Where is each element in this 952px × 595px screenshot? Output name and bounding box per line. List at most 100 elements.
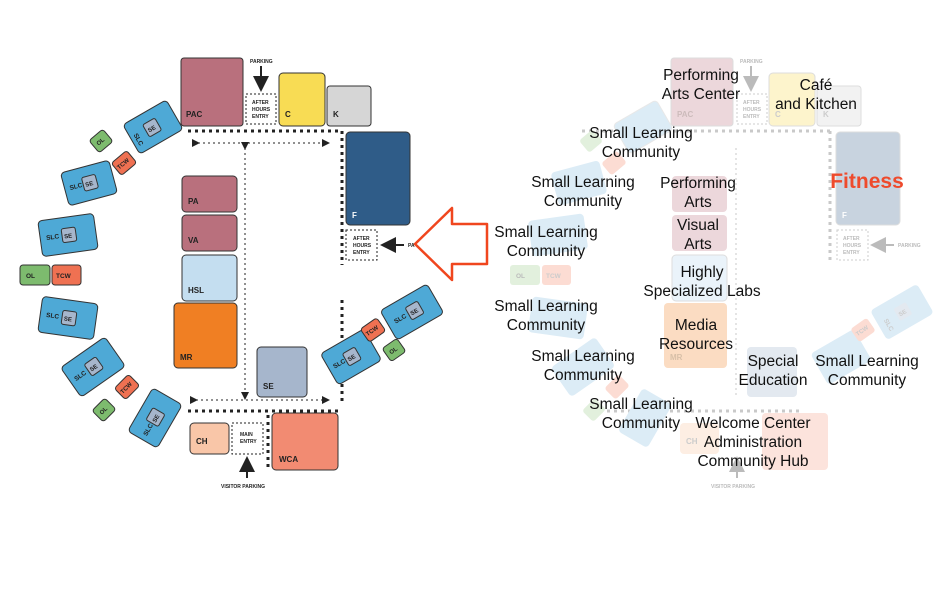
slc-pod-7: SLC SE <box>321 329 381 385</box>
mr-label: MR <box>180 353 193 362</box>
pa-block <box>181 175 238 213</box>
cafe-label: C <box>285 110 291 119</box>
label-se-l2: Education <box>739 372 808 389</box>
label-slc4-l1: Small Learning <box>494 298 597 315</box>
kitchen-block <box>326 85 372 127</box>
se-label: SE <box>263 382 274 391</box>
svg-text:SE: SE <box>85 181 94 189</box>
label-slc7-l1: Small Learning <box>815 353 918 370</box>
faded-parking-side: PARKING <box>898 243 921 249</box>
se-block <box>256 346 308 398</box>
tcw-pod-2 <box>51 264 82 286</box>
faded-ol-pod-1 <box>580 130 602 152</box>
faded-wca-block <box>762 413 828 470</box>
faded-slc-pod-3 <box>528 213 588 257</box>
after-hours-side-l2: HOURS <box>353 243 372 249</box>
main-entry-box <box>231 422 264 455</box>
label-slc3-l1: Small Learning <box>494 224 597 241</box>
faded-tcw-pod-1 <box>602 151 626 175</box>
main-entry-l2: ENTRY <box>240 439 257 445</box>
label-se-l1: Special <box>748 353 799 370</box>
faded-kitchen-block <box>816 85 862 127</box>
faded-after-hours-top-l1: AFTER <box>743 100 760 106</box>
faded-pac-code: PAC <box>677 110 694 119</box>
svg-text:SE: SE <box>64 233 73 240</box>
faded-se-block <box>747 347 797 397</box>
faded-parking-top: PARKING <box>740 59 763 65</box>
svg-text:SE: SE <box>410 308 420 317</box>
label-wca-l1: Welcome Center <box>695 415 810 432</box>
faded-slc-pod-6 <box>619 389 671 447</box>
tcw-pod-1: TCW <box>111 151 137 175</box>
corridor-lines <box>188 129 344 470</box>
svg-text:SE: SE <box>152 414 161 424</box>
label-slc6-l2: Community <box>602 415 681 432</box>
parking-side-label: PA <box>408 243 415 249</box>
slc-pod-4: SLC SE <box>37 296 99 340</box>
after-hours-top-l2: HOURS <box>252 107 271 113</box>
slc-pod-8: SLC SE <box>381 284 443 340</box>
faded-fitness-block <box>835 131 901 226</box>
faded-visitor-parking: VISITOR PARKING <box>711 484 755 490</box>
va-block <box>181 214 238 252</box>
after-hours-entry-side <box>345 229 378 261</box>
fitness-code: F <box>352 211 357 220</box>
svg-text:OL: OL <box>99 406 109 416</box>
faded-after-hours-side-l1: AFTER <box>843 236 860 242</box>
label-slc1-l1: Small Learning <box>589 125 692 142</box>
right-site-plan: PAC C K AFTER HOURS ENTRY PARKING F AFTE… <box>494 57 933 490</box>
visitor-parking-label: VISITOR PARKING <box>221 484 265 490</box>
label-va-l2: Arts <box>684 236 712 253</box>
ol-pod-2 <box>19 264 51 286</box>
faded-kitchen-code: K <box>823 110 829 119</box>
faded-tcw-pod-4: TCW <box>851 318 875 342</box>
ol-pod-4: OL <box>382 338 406 362</box>
tcw-pod-3: TCW <box>115 375 139 399</box>
program-labels: Performing Arts Center Café and Kitchen … <box>494 67 918 470</box>
slc-pod-5: SLC SE <box>61 337 125 397</box>
tcw-pod-2-label: TCW <box>56 273 72 280</box>
svg-text:SE: SE <box>347 354 357 363</box>
wca-block <box>271 412 339 471</box>
after-hours-top-l3: ENTRY <box>252 114 269 120</box>
label-slc3-l2: Community <box>507 243 586 260</box>
label-slc1-l2: Community <box>602 144 681 161</box>
svg-text:SE: SE <box>898 309 908 318</box>
faded-cafe-code: C <box>775 110 781 119</box>
label-slc5-l1: Small Learning <box>531 348 634 365</box>
label-slc5-l2: Community <box>544 367 623 384</box>
label-cafe-l2: and Kitchen <box>775 96 857 113</box>
fitness-block <box>345 131 411 226</box>
faded-after-hours-side <box>836 229 869 261</box>
pac-label: PAC <box>186 110 203 119</box>
tcw-pod-4: TCW <box>360 318 386 342</box>
va-label: VA <box>188 236 199 245</box>
svg-text:SLC: SLC <box>46 233 60 242</box>
svg-text:OL: OL <box>389 346 400 356</box>
label-pa-l2: Arts <box>684 194 712 211</box>
wca-label: WCA <box>279 455 298 464</box>
faded-after-hours-top-l3: ENTRY <box>743 114 760 120</box>
label-pa-l1: Performing <box>660 175 736 192</box>
label-slc2-l2: Community <box>544 193 623 210</box>
svg-text:SE: SE <box>147 125 157 134</box>
faded-ol-pod-3 <box>583 399 605 421</box>
label-slc6-l1: Small Learning <box>589 396 692 413</box>
faded-fitness-code: F <box>842 211 847 220</box>
ch-label: CH <box>196 437 208 446</box>
pa-label: PA <box>188 197 199 206</box>
faded-ol-pod-2 <box>510 265 540 285</box>
faded-tcw-pod-2 <box>542 265 571 285</box>
svg-text:SLC: SLC <box>46 312 60 321</box>
ol-pod-1: OL <box>89 129 113 153</box>
label-pac-l2: Arts Center <box>662 86 740 103</box>
cafe-block <box>278 72 326 127</box>
label-cafe-l1: Café <box>800 77 833 94</box>
hsl-label: HSL <box>188 286 204 295</box>
mr-block <box>173 302 238 369</box>
svg-text:SE: SE <box>89 364 99 374</box>
transition-arrow <box>413 206 489 282</box>
faded-pac-block <box>670 57 734 127</box>
